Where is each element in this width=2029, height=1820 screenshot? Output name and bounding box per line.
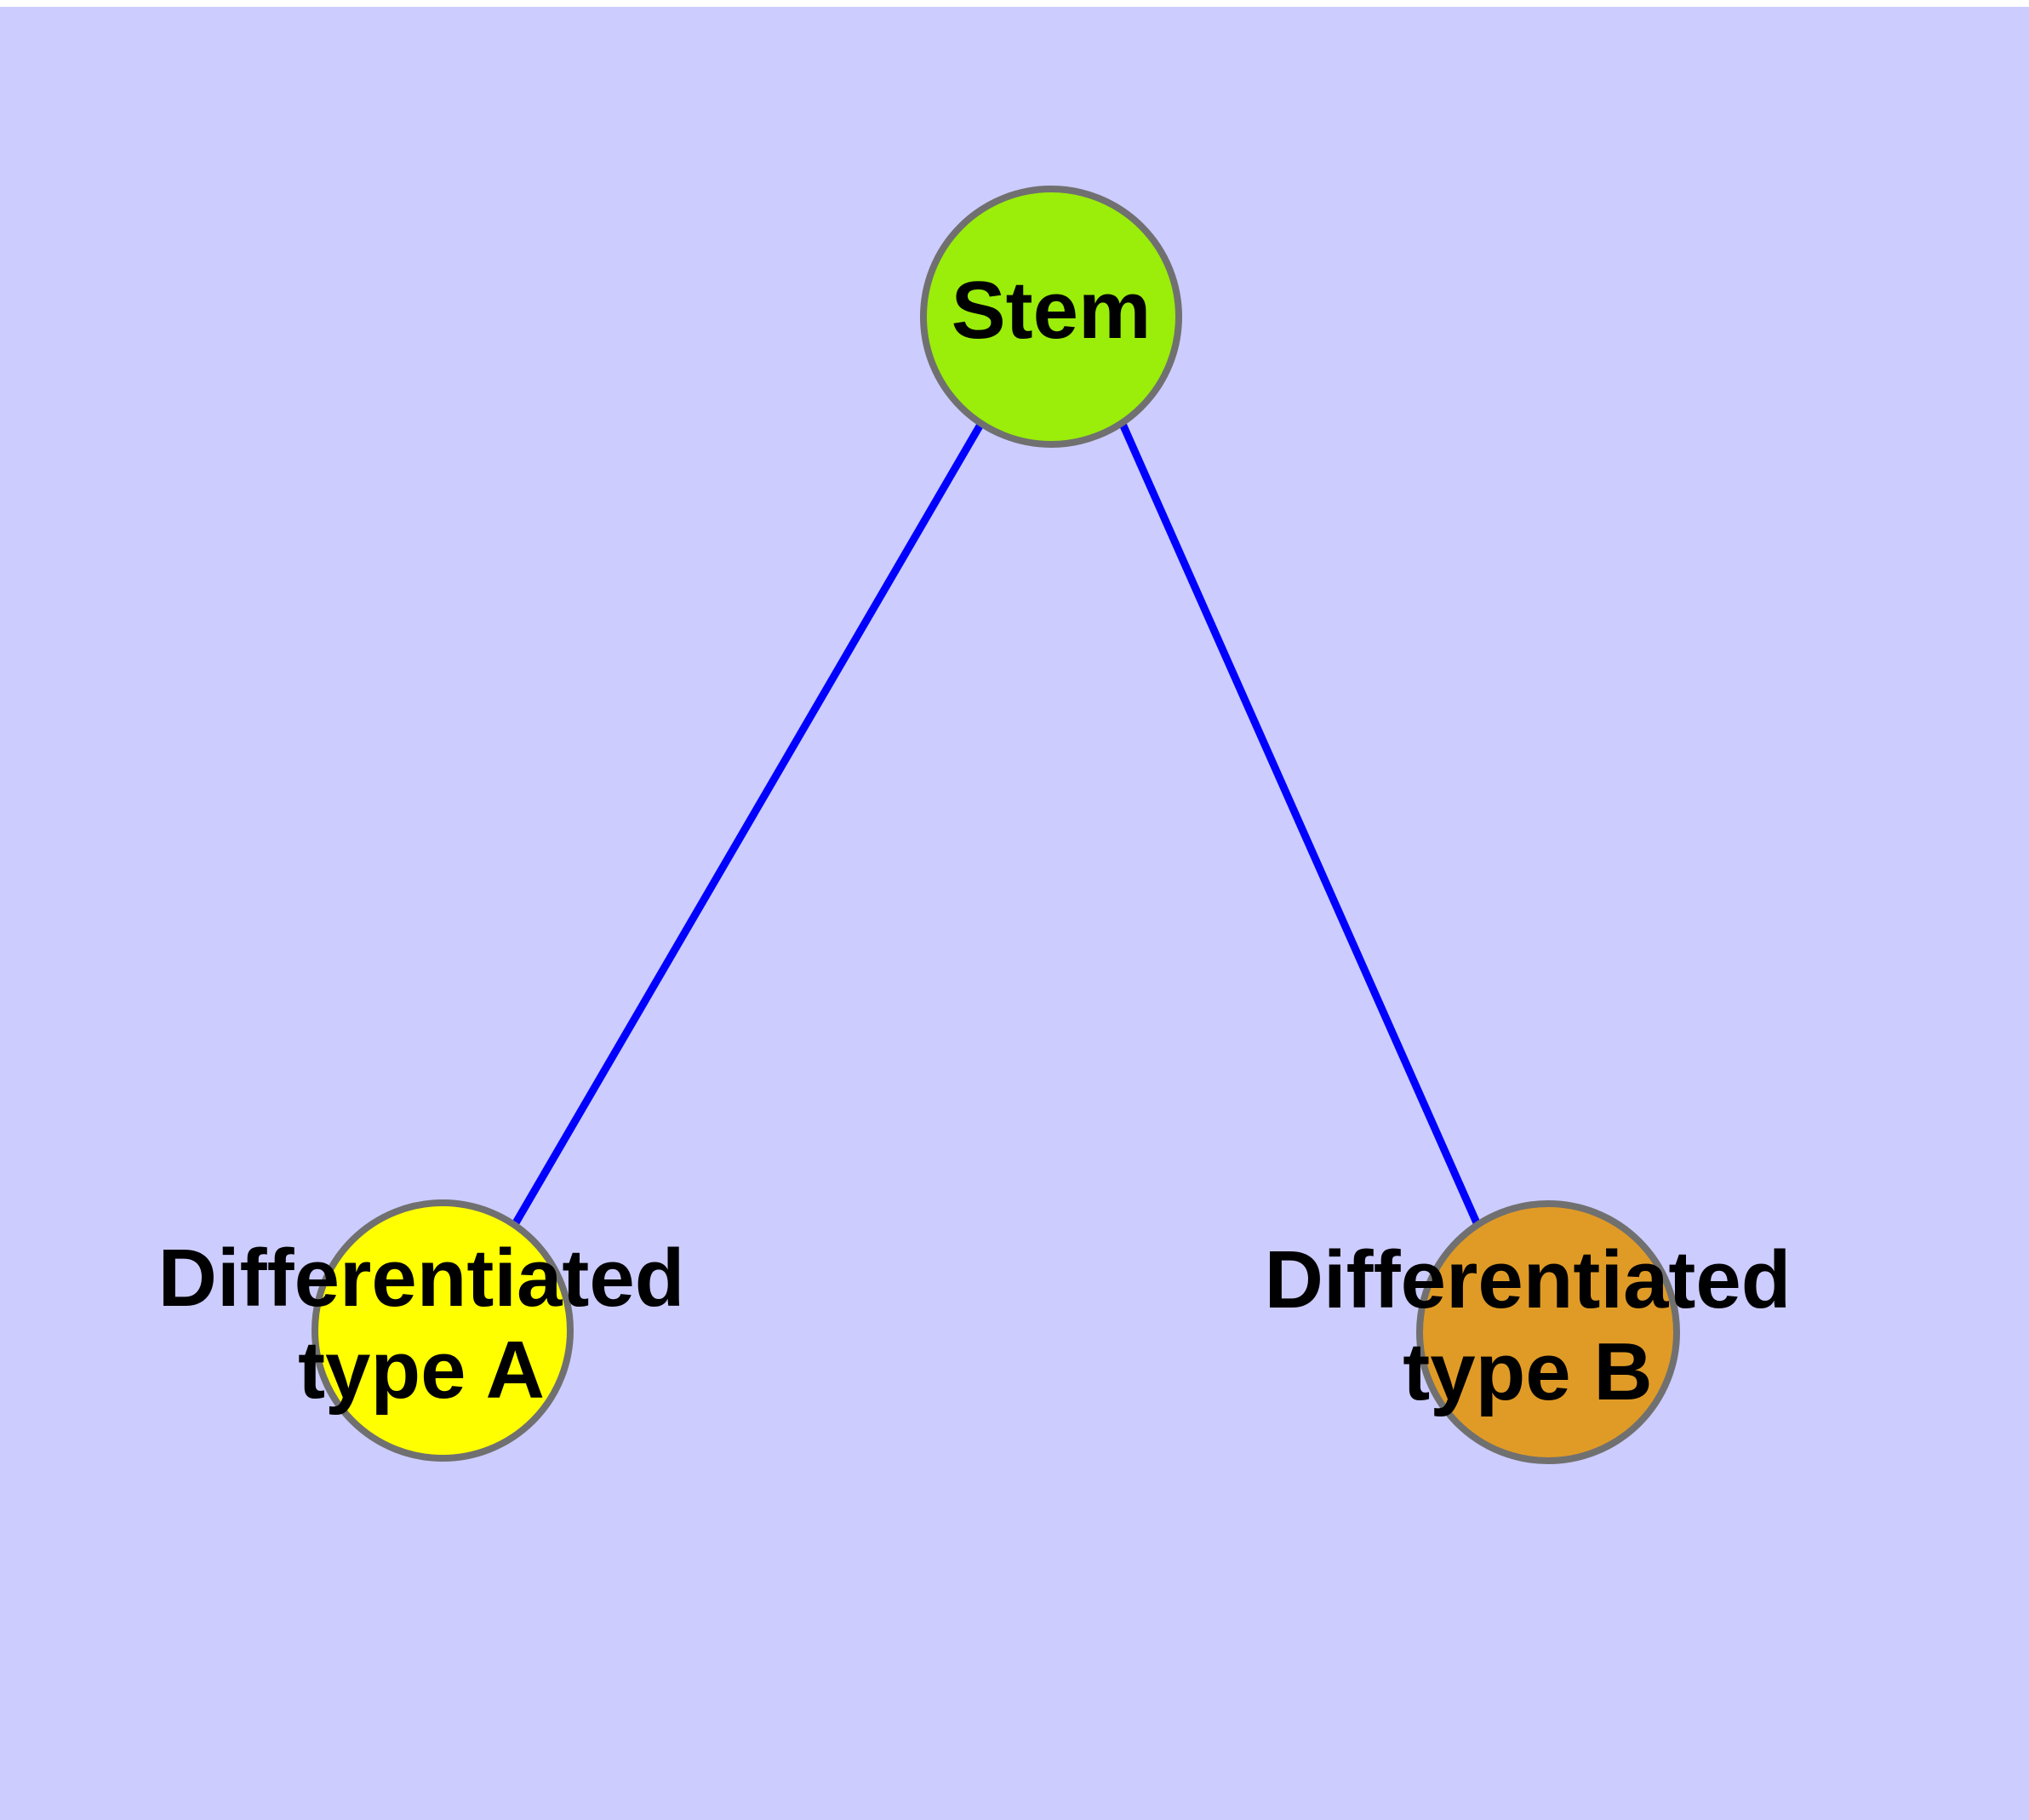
node-circle-diff-a[interactable] <box>311 1199 574 1462</box>
node-label-line: type B <box>1403 1326 1652 1417</box>
node-label-line: Stem <box>952 265 1152 356</box>
node-label-line: type A <box>298 1325 545 1416</box>
node-label-line: Differentiated <box>158 1233 685 1325</box>
edge-stem-diff-a[interactable] <box>511 421 985 1228</box>
node-label-line: Differentiated <box>1265 1235 1792 1326</box>
nodes-layer <box>311 186 1680 1464</box>
node-label-stem: Stem <box>952 265 1152 356</box>
edges-layer <box>511 421 1483 1228</box>
node-circle-stem[interactable] <box>920 186 1182 448</box>
node-circle-diff-b[interactable] <box>1416 1200 1680 1464</box>
edge-stem-diff-b[interactable] <box>1118 422 1483 1228</box>
